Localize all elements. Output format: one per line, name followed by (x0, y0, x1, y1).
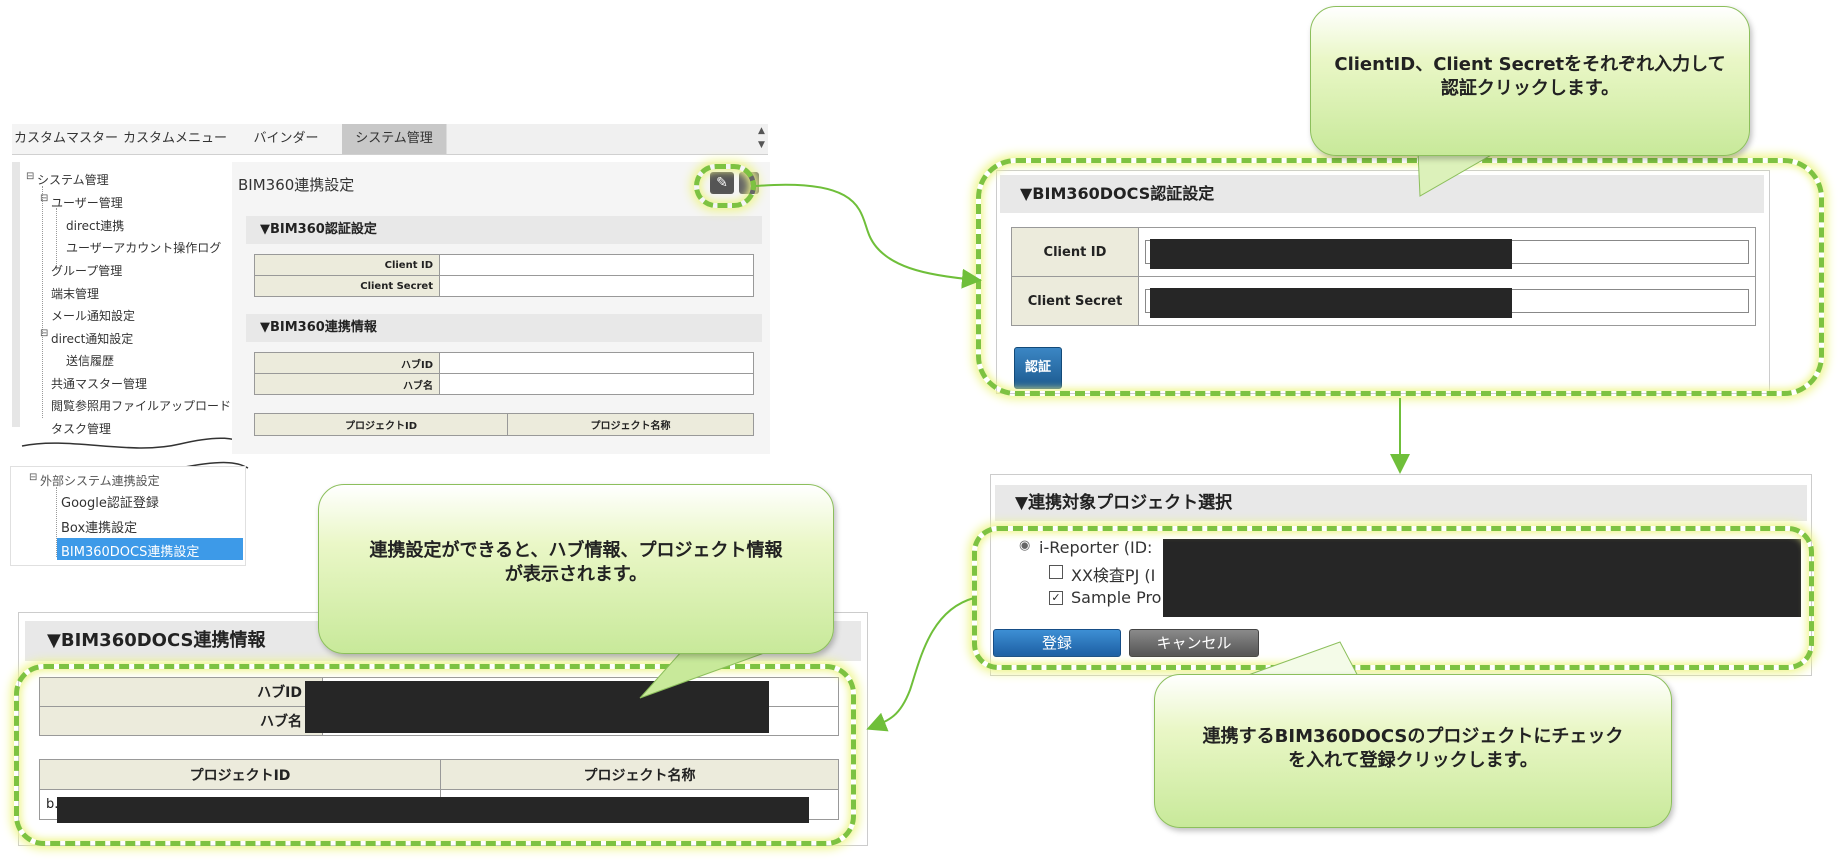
tree-item-users[interactable]: ユーザー管理 (51, 196, 123, 210)
checkbox-2-label: Sample Pro (1071, 588, 1162, 607)
client-secret-input[interactable] (439, 275, 754, 297)
project-select-highlight (972, 526, 1814, 670)
redaction (1150, 288, 1512, 318)
scroll-up-icon[interactable]: ▲ (758, 126, 765, 136)
tree-item-tasks[interactable]: タスク管理 (51, 422, 112, 436)
info-hub-name-label: ハブ名 (39, 706, 323, 736)
redaction (305, 681, 769, 733)
tree-item-devices[interactable]: 端末管理 (51, 287, 100, 301)
project-name-header: プロジェクト名称 (507, 413, 754, 436)
tree-item-box[interactable]: Box連携設定 (61, 521, 138, 536)
tree-item-external[interactable]: 外部システム連携設定 (40, 474, 160, 488)
panel-title: BIM360連携設定 (238, 176, 355, 194)
tree-item-bim360docs[interactable]: BIM360DOCS連携設定 (61, 545, 200, 560)
tab-custom-menu[interactable]: カスタムメニュー (120, 124, 231, 154)
collapse-icon[interactable]: ⊟ (40, 193, 49, 204)
settings-panel: BIM360連携設定 ✎ ▼BIM360認証設定 Client ID Clien… (232, 162, 770, 454)
hub-name-value (439, 373, 754, 395)
tab-bar: カスタムマスター カスタムメニュー バインダー システム管理 ▲ ▼ (12, 124, 768, 155)
tree-item-selected-highlight (57, 538, 243, 560)
checkbox-2-checked[interactable]: ✓ (1049, 591, 1063, 605)
edit-icon[interactable]: ✎ (710, 172, 734, 194)
edit-icon-highlight (694, 164, 756, 208)
settings-tree: ⊟ システム管理 ⊟ ユーザー管理 direct連携 ユーザーアカウント操作ログ… (12, 162, 238, 436)
client-secret-label: Client Secret (254, 275, 440, 297)
collapse-icon[interactable]: ⊟ (26, 171, 35, 182)
radio-label: i-Reporter (ID: (1039, 538, 1153, 557)
callout-top: ClientID、Client Secretをそれぞれ入力して 認証クリックしま… (1310, 6, 1750, 156)
tab-system-management[interactable]: システム管理 (342, 124, 447, 154)
callout-top-tail (1417, 150, 1502, 197)
hub-table: ハブID ハブ名 (254, 352, 754, 395)
checkbox-1[interactable] (1049, 565, 1063, 579)
lower-tree: ⊟ 外部システム連携設定 Google認証登録 Box連携設定 BIM360DO… (10, 466, 246, 566)
radio-icon[interactable]: ◉ (1019, 538, 1031, 553)
auth-section-header: ▼BIM360認証設定 (246, 216, 762, 244)
tree-item-direct-notify[interactable]: direct通知設定 (51, 332, 134, 346)
auth-box-client-secret-label: Client Secret (1011, 276, 1139, 326)
auth-box-table: Client ID Client Secret (1011, 227, 1756, 326)
auth-box-client-id-input[interactable] (1145, 239, 1749, 269)
redaction (1163, 539, 1801, 617)
callout-middle: 連携設定ができると、ハブ情報、プロジェクト情報 が表示されます。 (318, 484, 834, 654)
info-box-highlight (14, 664, 856, 846)
info-box: ▼BIM360DOCS連携情報 ハブID b ハブ名 i プロジェクトID プロ… (18, 612, 868, 846)
tree-item-mail[interactable]: メール通知設定 (51, 309, 136, 323)
auth-box-client-secret-input[interactable] (1145, 288, 1749, 318)
hub-name-label: ハブ名 (254, 373, 440, 395)
scroll-down-icon[interactable]: ▼ (758, 140, 765, 150)
cancel-button[interactable]: キャンセル (1129, 629, 1259, 657)
tree-item-direct[interactable]: direct連携 (66, 219, 125, 233)
auth-form-table: Client ID Client Secret (254, 254, 754, 297)
auth-box-header: ▼BIM360DOCS認証設定 (1000, 175, 1764, 213)
redaction (1150, 239, 1512, 269)
checkbox-1-label: XX検査PJ (I (1071, 566, 1156, 585)
tree-item-file-upload[interactable]: 閲覧参照用ファイルアップロード (51, 399, 232, 413)
tree-item-groups[interactable]: グループ管理 (51, 264, 123, 278)
tree-item-send-history[interactable]: 送信履歴 (66, 354, 115, 368)
auth-box: ▼BIM360DOCS認証設定 Client ID Client Secret … (996, 170, 1770, 394)
info-section-header: ▼BIM360連携情報 (246, 314, 762, 342)
collapse-icon[interactable]: ⊟ (40, 328, 49, 339)
project-id-header: プロジェクトID (254, 413, 508, 436)
project-select-header: ▼連携対象プロジェクト選択 (995, 485, 1807, 521)
tree-item-account-log[interactable]: ユーザーアカウント操作ログ (66, 241, 222, 255)
info-hub-id-label: ハブID (39, 677, 323, 707)
register-button[interactable]: 登録 (993, 629, 1121, 657)
auth-box-client-id-cell (1138, 227, 1756, 277)
client-id-label: Client ID (254, 254, 440, 276)
tree-item-common-master[interactable]: 共通マスター管理 (51, 377, 148, 391)
tree-item-google[interactable]: Google認証登録 (61, 496, 159, 511)
tab-custom-master[interactable]: カスタムマスター (12, 124, 121, 154)
collapse-icon[interactable]: ⊟ (29, 472, 38, 483)
auth-box-client-secret-cell (1138, 276, 1756, 326)
redaction (57, 797, 809, 823)
callout-bottom: 連携するBIM360DOCSのプロジェクトにチェック を入れて登録クリックします… (1154, 674, 1672, 828)
tree-item-system[interactable]: システム管理 (37, 173, 109, 187)
